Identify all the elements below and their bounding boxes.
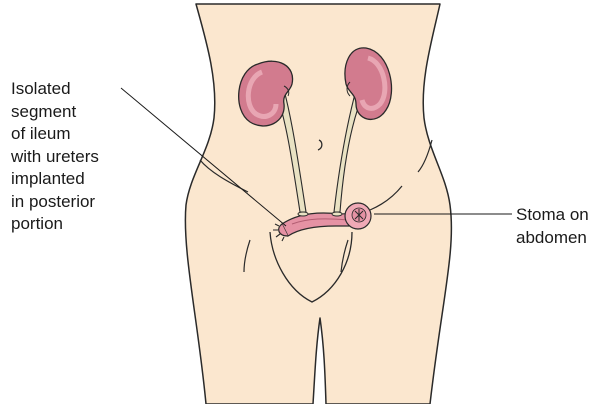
label-line: segment [11,101,99,124]
torso-silhouette [185,4,451,404]
label-line: with ureters [11,146,99,169]
label-line: abdomen [516,227,589,250]
label-ileum-segment: Isolated segment of ileum with ureters i… [11,78,99,236]
right-ureter-anastomosis [332,212,342,216]
label-line: Stoma on [516,204,589,227]
label-line: of ileum [11,123,99,146]
label-line: Isolated [11,78,99,101]
left-ureter-anastomosis [298,212,308,216]
label-line: implanted [11,168,99,191]
label-stoma: Stoma on abdomen [516,204,589,249]
label-line: portion [11,213,99,236]
label-line: in posterior [11,191,99,214]
